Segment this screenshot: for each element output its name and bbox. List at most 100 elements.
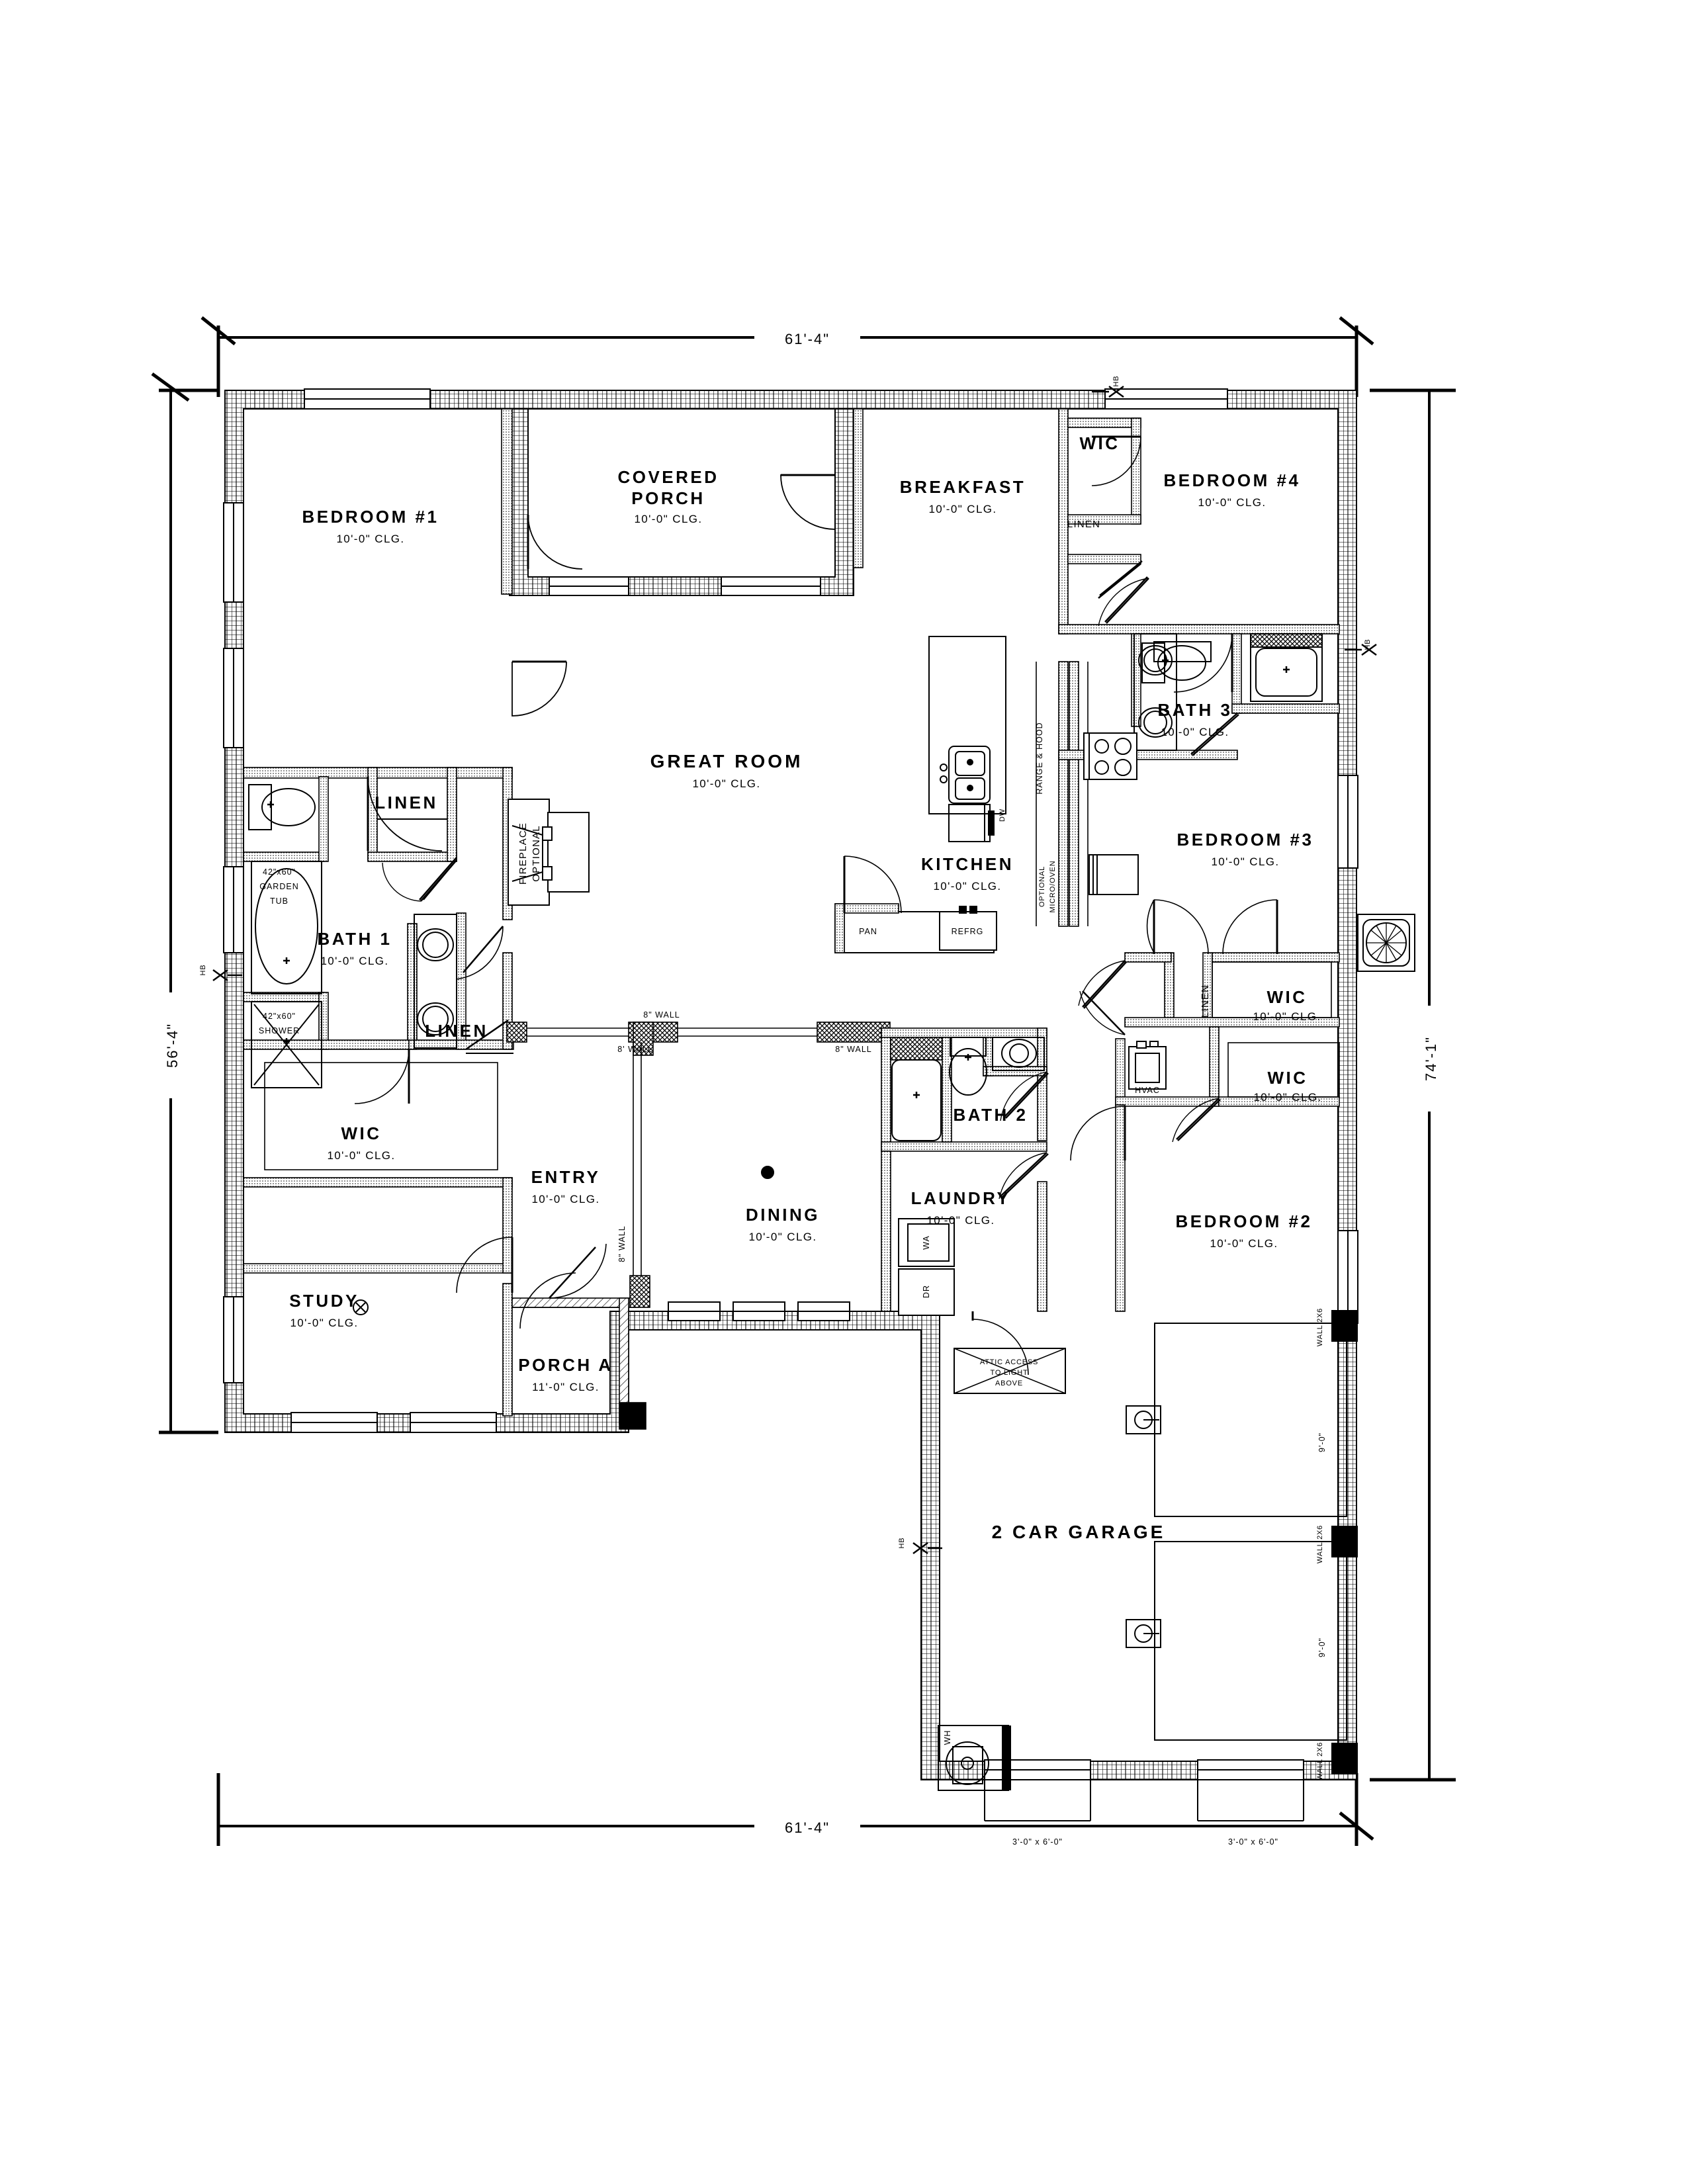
room-name: BEDROOM #3 xyxy=(1177,830,1314,850)
room-ceiling: 11'-0" CLG. xyxy=(532,1381,600,1393)
shower-name: SHOWER xyxy=(259,1026,300,1035)
room-label-study: STUDY 10'-0" CLG. xyxy=(289,1291,359,1329)
annotation-wall-note-vertical: 8" WALL xyxy=(617,1225,627,1262)
room-name: LAUNDRY xyxy=(911,1188,1011,1208)
annotation-wall2x6-b: WALL 2X6 xyxy=(1316,1525,1324,1563)
room-name: GREAT ROOM xyxy=(650,751,803,771)
annotation-hb-garage: HB xyxy=(898,1538,906,1549)
fixture-label-washer: WA xyxy=(922,1235,931,1250)
plumbing-fixtures xyxy=(248,633,1415,1316)
fixture-label-shower: 42"x60" SHOWER xyxy=(259,1012,300,1035)
closet-label-linen-bed3: LINEN xyxy=(1200,984,1211,1018)
interior-walls xyxy=(243,408,1340,1430)
room-label-porch-a: PORCH A 11'-0" CLG. xyxy=(518,1355,613,1393)
room-ceiling: 10'-0" CLG. xyxy=(336,533,404,545)
fixture-label-refrigerator: REFRG xyxy=(952,927,984,936)
closet-label-linen-bath1-upper: LINEN xyxy=(375,793,438,812)
room-label-great-room: GREAT ROOM 10'-0" CLG. xyxy=(650,751,803,790)
annotation-wall-note-right: 8" WALL xyxy=(835,1045,871,1054)
fixture-label-water-heater: WH xyxy=(943,1730,952,1745)
room-name: BEDROOM #4 xyxy=(1164,470,1301,490)
room-label-dining: DINING 10'-0" CLG. xyxy=(746,1205,820,1243)
room-label-wic-bed3: WIC 10'-0" CLG. xyxy=(1253,987,1321,1023)
hose-bib-marks xyxy=(212,385,1377,1555)
room-label-bath3: BATH 3 10'-0" CLG. xyxy=(1158,700,1230,738)
annotation-parking-left: 9'-0" xyxy=(1317,1432,1327,1452)
room-ceiling: 10'-0" CLG. xyxy=(1253,1091,1321,1104)
room-name: 2 CAR GARAGE xyxy=(992,1522,1166,1542)
room-label-garage: 2 CAR GARAGE xyxy=(992,1522,1166,1542)
closet-label-linen-bed4: LINEN xyxy=(1067,519,1100,530)
room-label-bedroom3: BEDROOM #3 10'-0" CLG. xyxy=(1177,830,1314,868)
room-name: BEDROOM #2 xyxy=(1176,1211,1313,1231)
room-name: BATH 2 xyxy=(954,1105,1028,1125)
room-ceiling: 10'-0" CLG. xyxy=(1253,1010,1321,1023)
attic-line1: ATTIC ACCESS xyxy=(980,1358,1038,1366)
fixture-label-hvac: HVAC xyxy=(1135,1086,1160,1095)
annotation-garage-door-right: 3'-0" x 6'-0" xyxy=(1228,1837,1278,1847)
annotation-parking-right: 9'-0" xyxy=(1317,1638,1327,1657)
room-name-line1: COVERED xyxy=(617,467,719,487)
garage-wall-blocks xyxy=(938,1310,1358,1791)
annotation-hb-right: HB xyxy=(1364,639,1372,650)
room-ceiling: 10'-0" CLG. xyxy=(1211,855,1279,868)
room-label-bedroom1: BEDROOM #1 10'-0" CLG. xyxy=(302,507,439,545)
room-ceiling: 10'-0" CLG. xyxy=(320,955,388,967)
fixture-label-micro-oven-line1: OPTIONAL xyxy=(1038,866,1046,907)
annotation-hb-top: HB xyxy=(1112,376,1120,387)
room-label-bath1: BATH 1 10'-0" CLG. xyxy=(318,929,392,967)
fixture-label-fireplace-line1: FIREPLACE xyxy=(517,822,529,885)
room-label-bedroom4: BEDROOM #4 10'-0" CLG. xyxy=(1164,470,1301,509)
fixture-label-range-hood: RANGE & HOOD xyxy=(1035,722,1044,794)
dim-right: 74'-1" xyxy=(1423,1036,1439,1081)
room-ceiling: 10'-0" CLG. xyxy=(933,880,1001,893)
fixture-label-garden-tub: 42"x60" GARDEN TUB xyxy=(259,867,298,906)
fixture-label-fireplace-line2: OPTIONAL xyxy=(531,825,542,881)
closet-labels: LINEN LINEN WIC LINEN LINEN xyxy=(375,433,1211,1041)
room-label-covered-porch: COVERED PORCH 10'-0" CLG. xyxy=(617,467,719,525)
door-swings xyxy=(354,435,1278,1376)
room-ceiling: 10'-0" CLG. xyxy=(531,1193,600,1205)
annotation-hb-left: HB xyxy=(199,965,207,976)
room-name: DINING xyxy=(746,1205,820,1225)
dim-left: 56'-4" xyxy=(164,1023,181,1068)
room-name: ENTRY xyxy=(531,1167,601,1187)
garage-dim-ticks xyxy=(984,1780,1304,1821)
room-ceiling: 10'-0" CLG. xyxy=(692,777,760,790)
room-ceiling: 10'-0" CLG. xyxy=(926,1214,995,1227)
annotation-wall2x6-a: WALL 2X6 xyxy=(1316,1308,1324,1346)
annotation-wall-note-top-right: 8" WALL xyxy=(643,1010,680,1020)
annotation-labels: ATTIC ACCESS TO LIGHT ABOVE 8' WALL 8" W… xyxy=(199,376,1372,1847)
fixture-label-pantry: PAN xyxy=(859,927,877,936)
room-ceiling: 10'-0" CLG. xyxy=(327,1149,395,1162)
room-ceiling: 10'-0" CLG. xyxy=(1210,1237,1278,1250)
tub-name2: TUB xyxy=(270,896,289,906)
room-name: WIC xyxy=(341,1123,381,1143)
room-label-wic-bed2: WIC 10'-0" CLG. xyxy=(1253,1068,1321,1104)
annotation-garage-door-left: 3'-0" x 6'-0" xyxy=(1012,1837,1063,1847)
room-name-line2: PORCH xyxy=(631,488,705,508)
closet-label-wic-bed4: WIC xyxy=(1079,433,1120,453)
room-label-bath2: BATH 2 xyxy=(954,1105,1028,1125)
room-ceiling: 10'-0" CLG. xyxy=(1198,496,1266,509)
room-name: PORCH A xyxy=(518,1355,613,1375)
room-name: STUDY xyxy=(289,1291,359,1311)
fixture-label-dryer: DR xyxy=(922,1285,931,1298)
room-label-wic-master: WIC 10'-0" CLG. xyxy=(327,1123,395,1162)
attic-line3: ABOVE xyxy=(995,1379,1023,1387)
room-name: BATH 1 xyxy=(318,929,392,949)
room-label-laundry: LAUNDRY 10'-0" CLG. xyxy=(911,1188,1011,1227)
annotation-wall-note-top-left: 8' WALL xyxy=(617,1045,652,1054)
room-label-breakfast: BREAKFAST 10'-0" CLG. xyxy=(900,477,1024,515)
annotation-attic-access: ATTIC ACCESS TO LIGHT ABOVE xyxy=(980,1358,1038,1387)
annotation-wall2x6-c: WALL 2X6 xyxy=(1316,1742,1324,1780)
fixture-labels: 42"x60" GARDEN TUB 42"x60" SHOWER DW REF… xyxy=(259,722,1160,1745)
room-name: WIC xyxy=(1267,1068,1308,1088)
room-name: BEDROOM #1 xyxy=(302,507,439,527)
room-ceiling: 10'-0" CLG. xyxy=(748,1231,817,1243)
dim-bottom: 61'-4" xyxy=(785,1819,830,1836)
attic-line2: TO LIGHT xyxy=(991,1369,1028,1377)
closet-label-linen-bath1-lower: LINEN xyxy=(425,1021,488,1041)
